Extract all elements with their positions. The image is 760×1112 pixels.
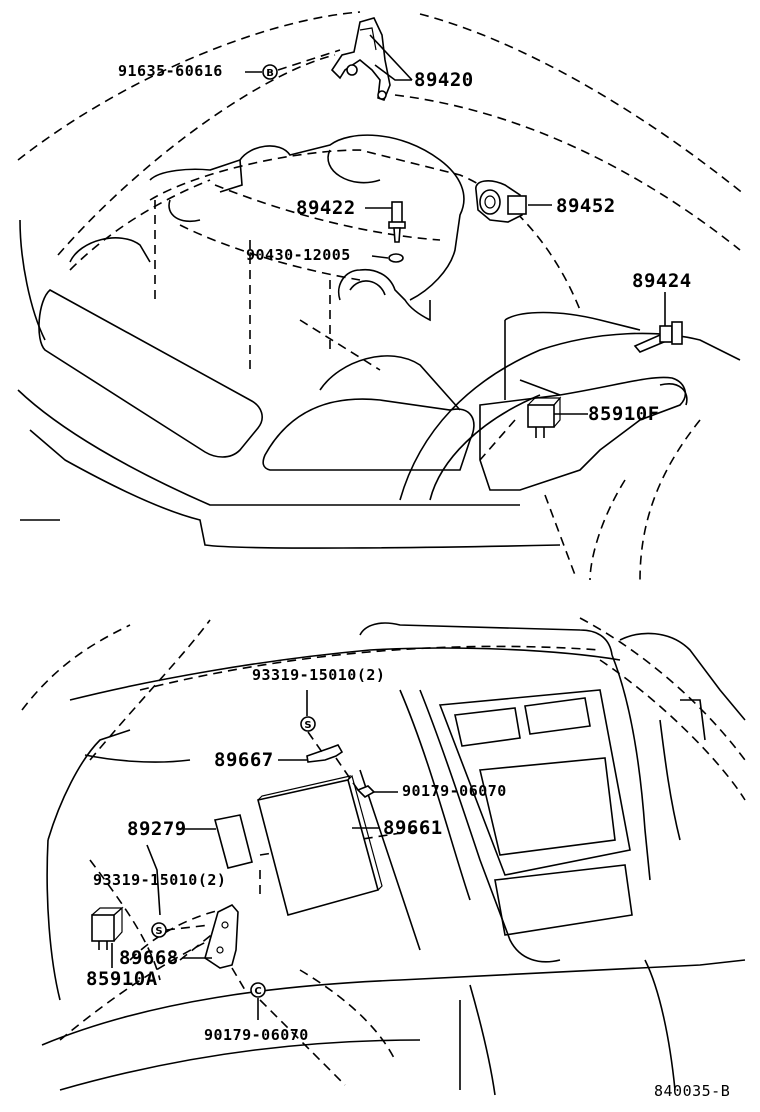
label-89668: 89668 <box>119 947 179 969</box>
label-93319-15010-top: 93319-15010(2) <box>252 666 386 684</box>
symbol-s-top: S <box>300 716 316 732</box>
label-91635-60616: 91635-60616 <box>118 62 223 80</box>
symbol-s-mid: S <box>151 922 167 938</box>
part-85910A-relay <box>91 906 124 950</box>
part-89667-bracket <box>306 744 344 763</box>
part-85910F-relay <box>527 396 562 438</box>
engine-bay-outline <box>17 11 746 581</box>
label-85910A: 85910A <box>86 968 158 990</box>
part-90430-gasket <box>388 253 404 263</box>
part-89420-bracket <box>330 17 391 101</box>
label-89667: 89667 <box>214 749 274 771</box>
part-89279-label <box>214 814 253 869</box>
label-90179-06070-bottom: 90179-06070 <box>204 1026 309 1044</box>
label-90179-06070-top: 90179-06070 <box>402 782 507 800</box>
symbol-b: B <box>262 64 278 80</box>
label-85910F: 85910F <box>588 403 660 425</box>
label-89279: 89279 <box>127 818 187 840</box>
dashboard-outline <box>21 617 746 1096</box>
part-89661-ecu <box>257 774 383 916</box>
label-89424: 89424 <box>632 270 692 292</box>
part-89452-sensor <box>475 180 527 223</box>
symbol-c-text: C <box>254 986 261 997</box>
part-89668-bracket <box>204 904 239 969</box>
part-90179-clip-top <box>356 785 376 798</box>
label-89422: 89422 <box>296 197 356 219</box>
label-89661: 89661 <box>383 817 443 839</box>
label-93319-15010-mid: 93319-15010(2) <box>93 871 227 889</box>
symbol-s-mid-text: S <box>155 926 162 937</box>
figure-id: 840035-B <box>654 1082 731 1100</box>
part-89424-sensor <box>633 321 683 353</box>
label-89420: 89420 <box>414 69 474 91</box>
symbol-b-text: B <box>266 68 274 79</box>
leader-lines <box>111 34 666 1020</box>
label-90430-12005: 90430-12005 <box>246 246 351 264</box>
symbol-s-top-text: S <box>304 720 311 731</box>
part-89422-sensor <box>388 201 406 243</box>
symbol-c: C <box>250 982 266 998</box>
label-89452: 89452 <box>556 195 616 217</box>
